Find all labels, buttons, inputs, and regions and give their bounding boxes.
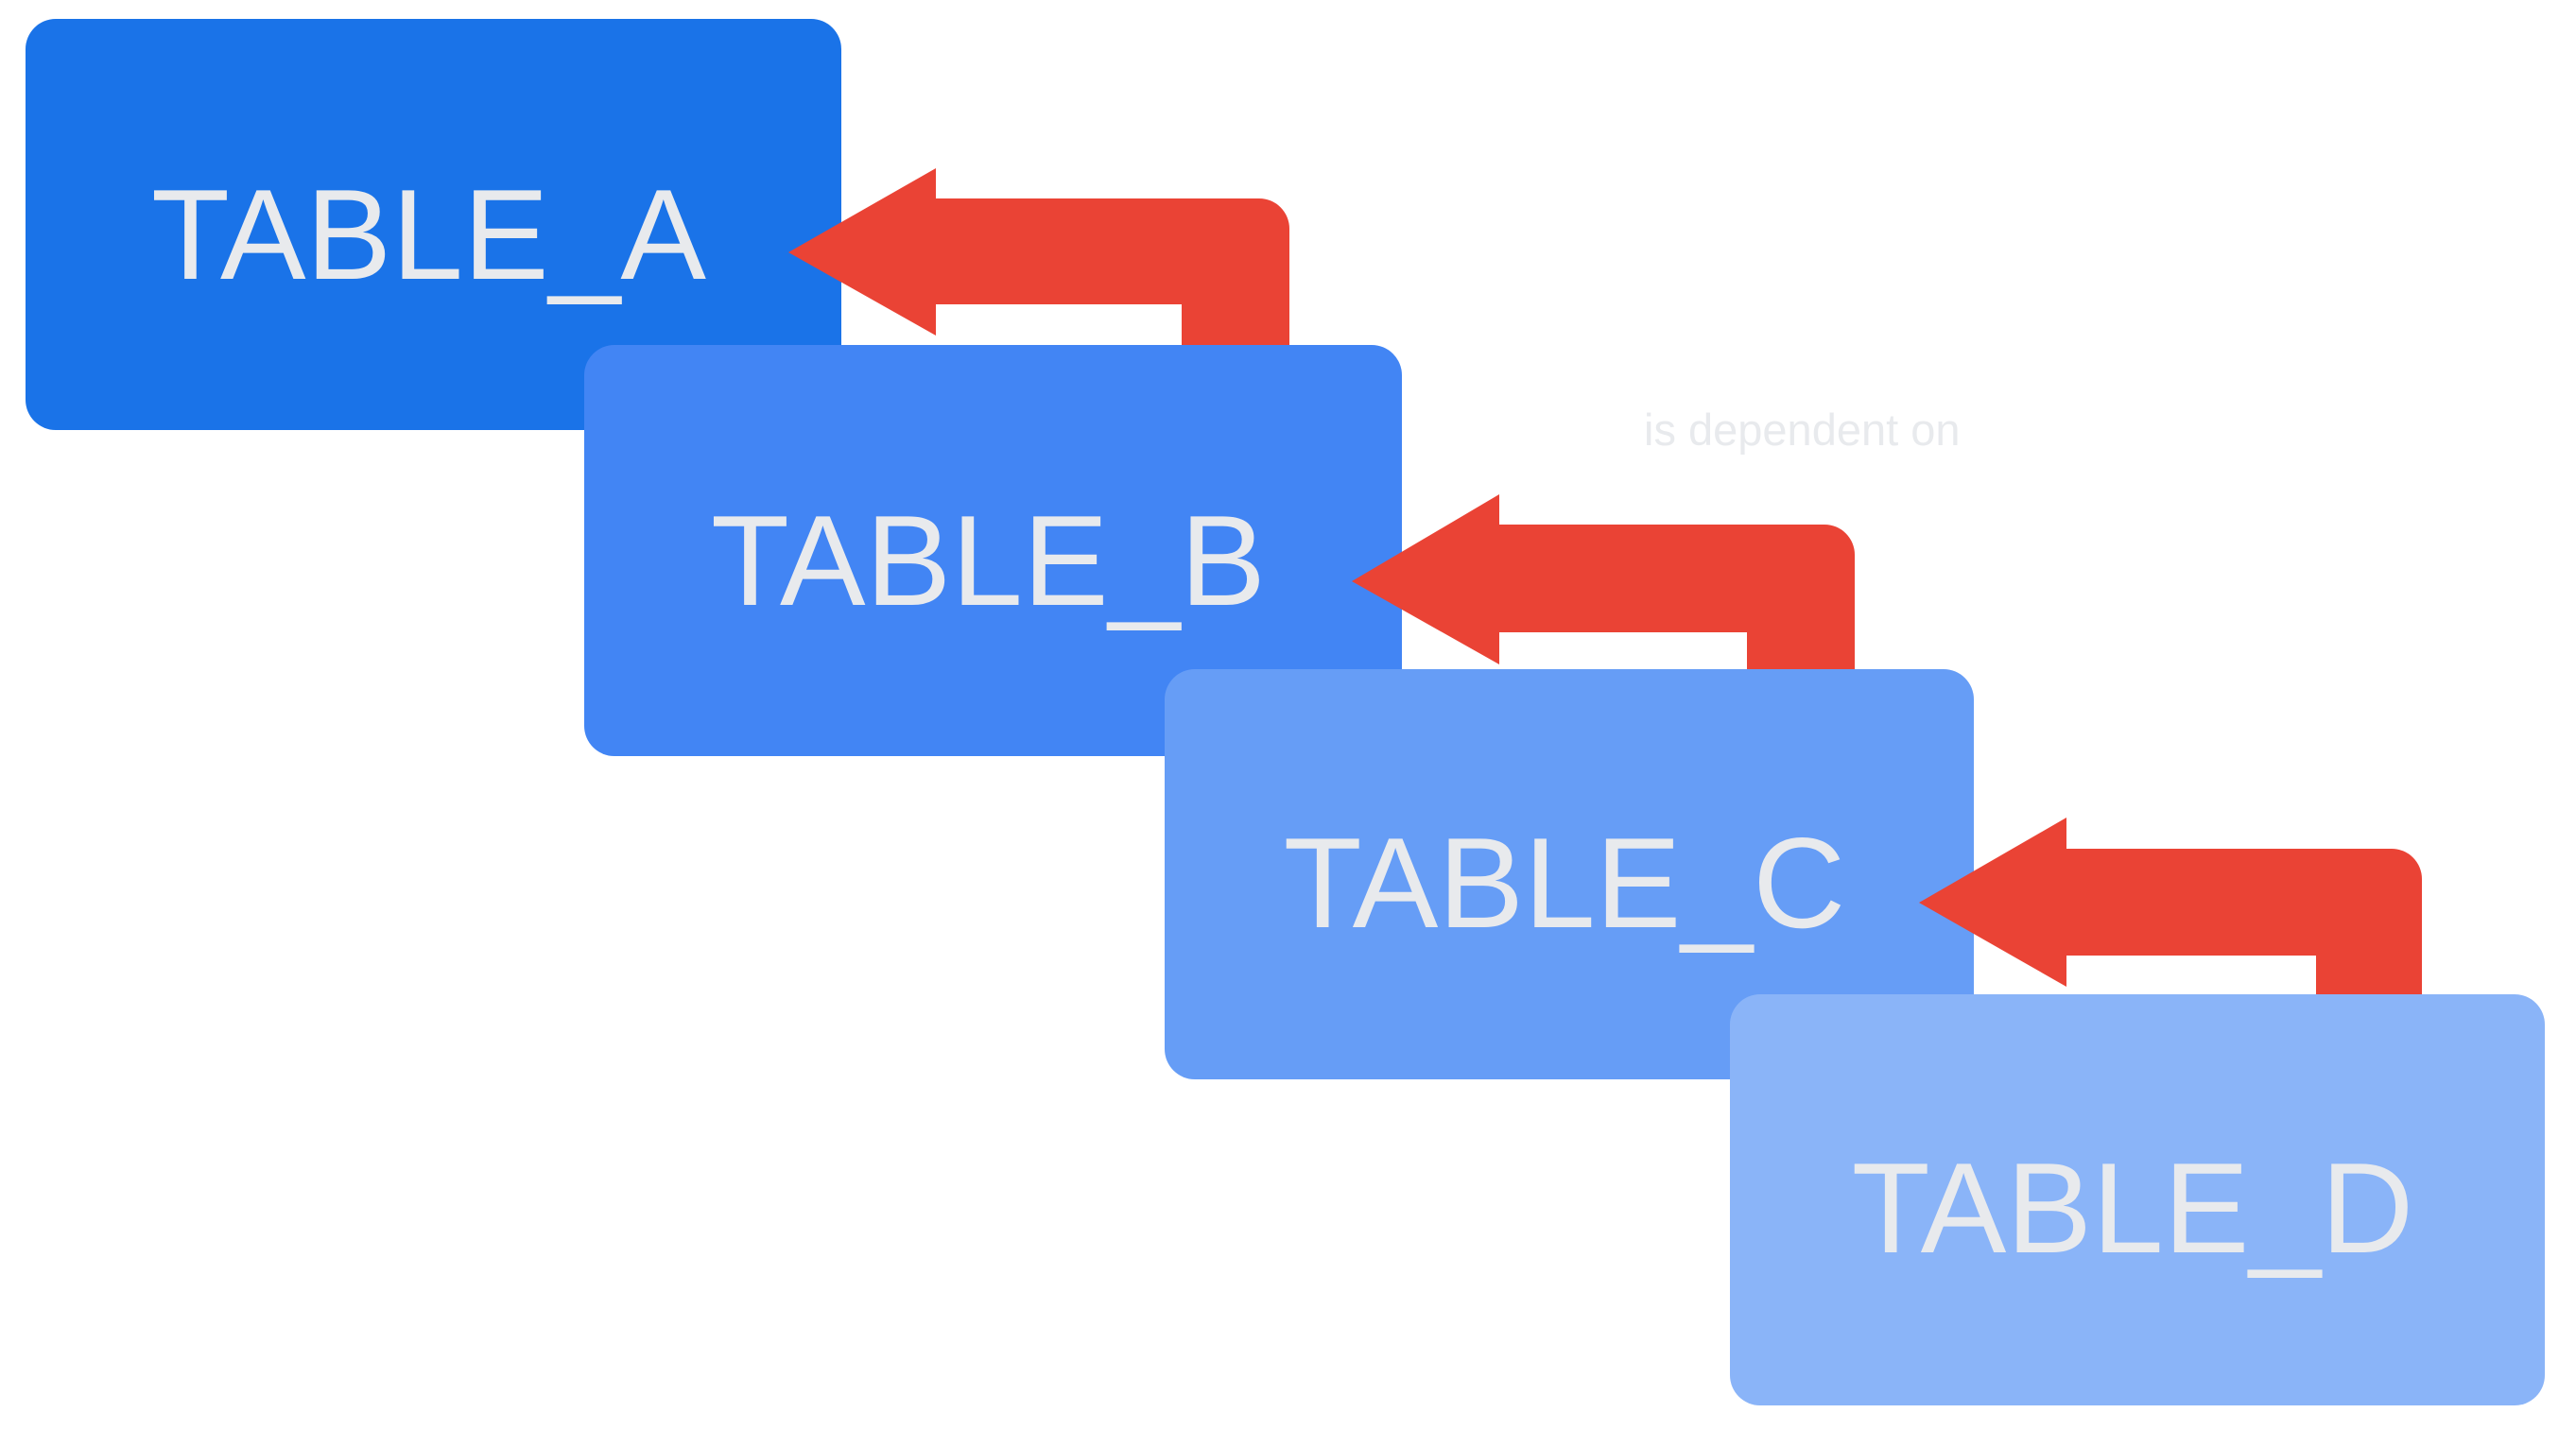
dependency-arrow-icon	[1352, 494, 1855, 674]
node-label-table-b: TABLE_B	[710, 489, 1267, 632]
edge-table-c-to-table-d[interactable]: is dependent on	[1919, 818, 2422, 997]
dependency-arrow-icon	[788, 168, 1289, 348]
node-table-d[interactable]: TABLE_D	[1730, 994, 2545, 1405]
edge-table-b-to-table-c[interactable]: is dependent on	[1352, 494, 1855, 674]
node-label-table-c: TABLE_C	[1283, 811, 1846, 955]
dependency-arrow-icon	[1919, 818, 2422, 997]
edge-table-a-to-table-b[interactable]: is dependent on	[788, 168, 1961, 452]
edge-label-a-b: is dependent on	[1644, 405, 1961, 455]
node-label-table-d: TABLE_D	[1851, 1136, 2414, 1280]
node-label-table-a: TABLE_A	[150, 163, 707, 306]
node-table-a[interactable]: TABLE_A	[26, 19, 841, 430]
